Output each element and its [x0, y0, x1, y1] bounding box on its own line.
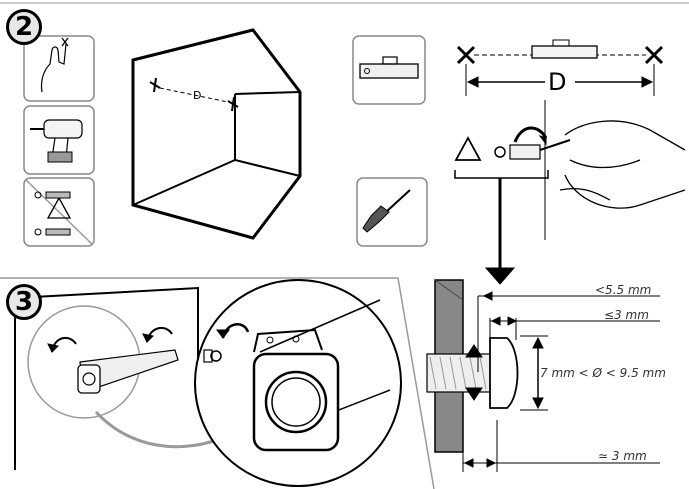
no-plugs-icon — [23, 177, 95, 247]
shaft-protrusion-label: ≃ 3 mm — [598, 449, 647, 463]
screwing-scene — [454, 100, 686, 285]
step3-panel — [0, 277, 435, 489]
step-3-badge: 3 — [6, 284, 42, 320]
level-distance-label: D — [548, 68, 567, 96]
screw-dimension-diagram — [426, 279, 660, 472]
room-perspective — [131, 28, 302, 240]
level-distance-diagram — [456, 39, 664, 96]
mark-wall-icon — [23, 35, 95, 102]
max-head-gap-label: <5.5 mm — [595, 283, 652, 297]
max-head-thickness-label: ≤3 mm — [604, 308, 649, 322]
wall-marks — [149, 77, 239, 112]
level-icon — [352, 35, 426, 105]
drill-icon — [23, 105, 95, 175]
head-diameter-label: 7 mm < Ø < 9.5 mm — [540, 366, 666, 380]
step-2-badge: 2 — [6, 9, 42, 45]
bracket-detail — [194, 279, 402, 487]
wall-distance-label: D — [193, 89, 202, 102]
screwdriver-icon — [356, 177, 428, 247]
